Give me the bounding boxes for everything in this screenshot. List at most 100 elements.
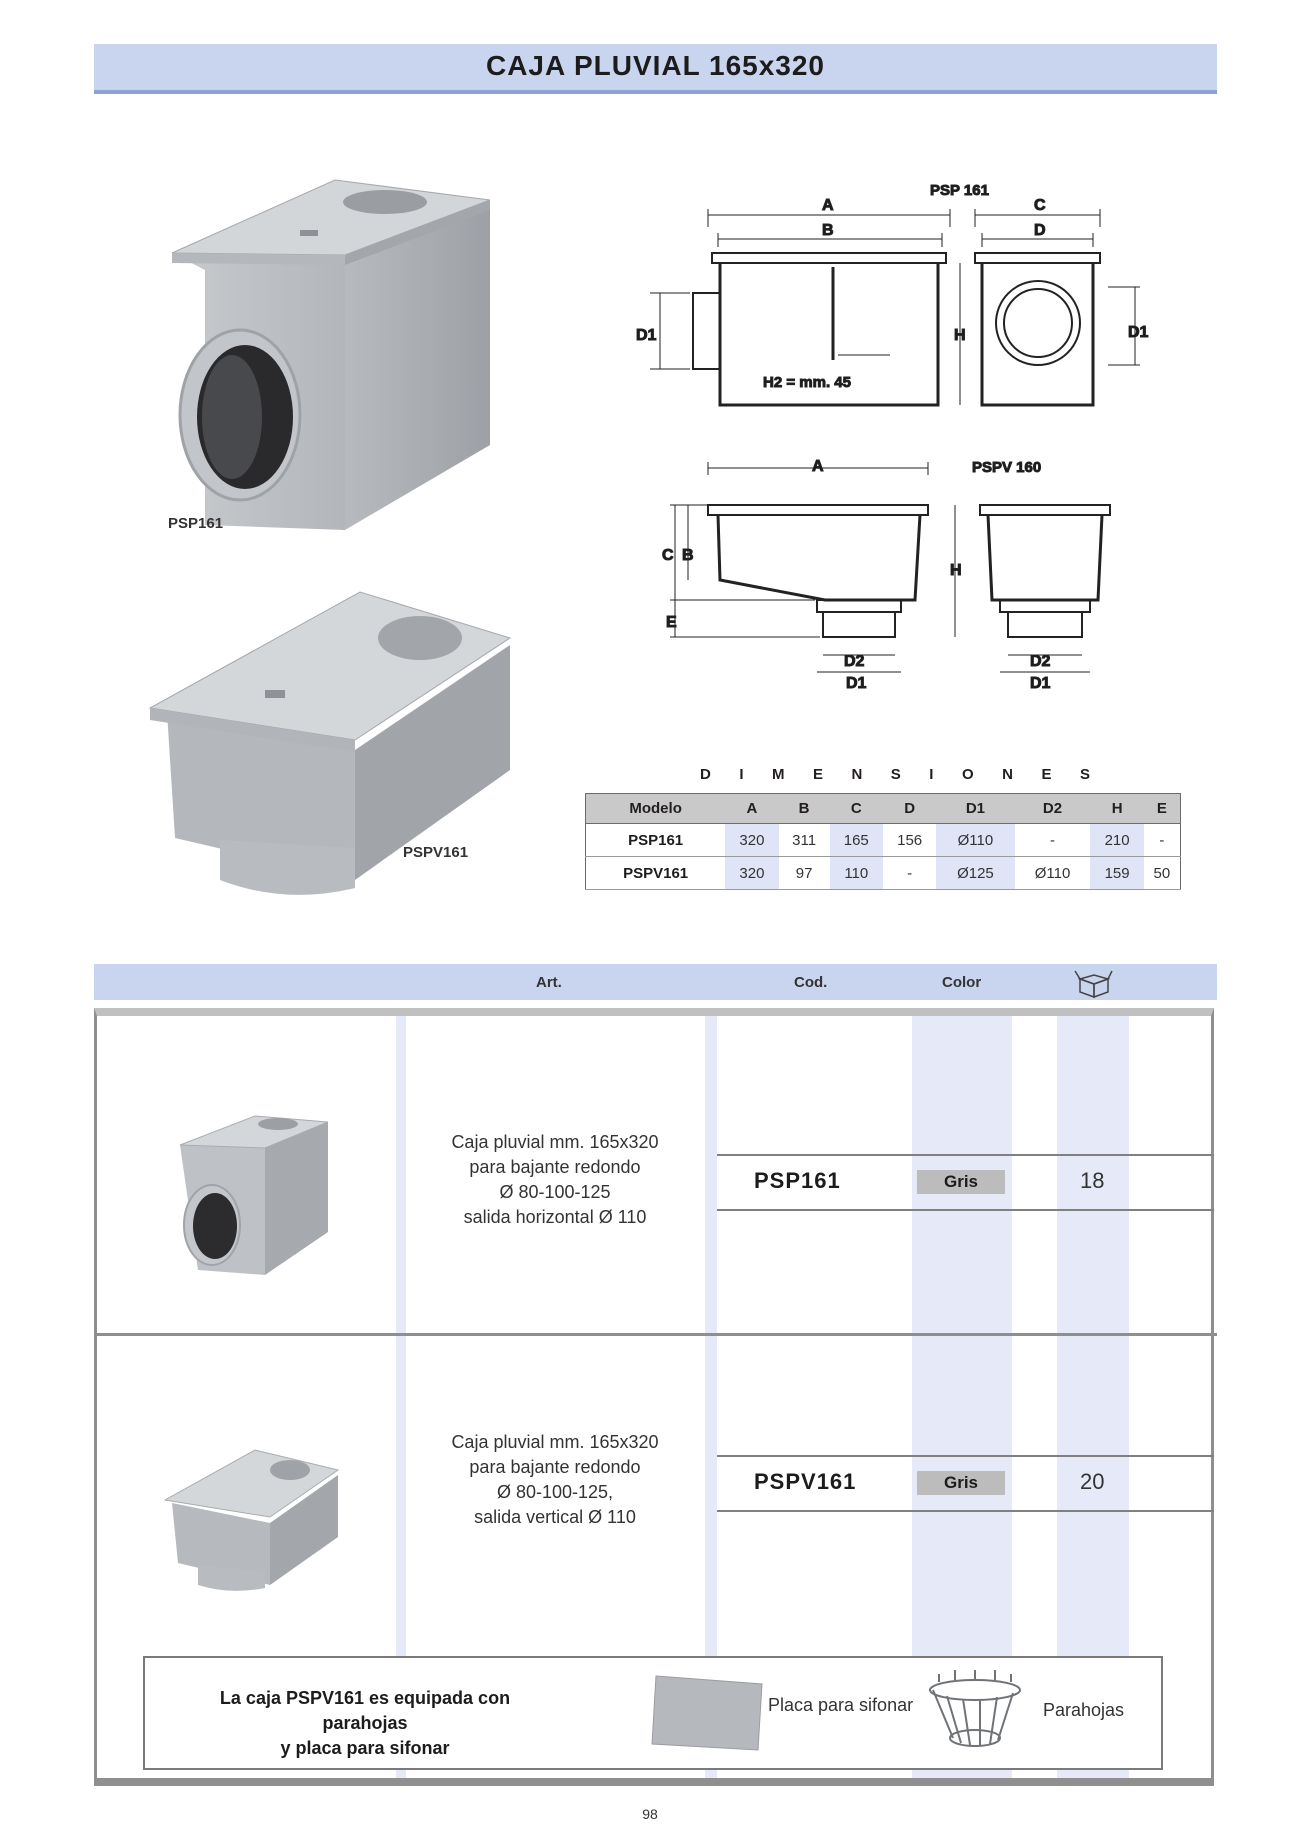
leaf-guard-image: [929, 1670, 1021, 1747]
item2-desc-line: para bajante redondo: [469, 1457, 641, 1477]
dimensions-value-cell: 320: [725, 823, 779, 857]
dimensions-heading-letter: N: [851, 766, 863, 783]
dimensions-value-cell: -: [1014, 823, 1091, 857]
siphon-plate-image: [651, 1675, 763, 1751]
h2-note: H2 = mm. 45: [763, 374, 851, 391]
dimensions-column-header: D1: [936, 793, 1015, 824]
dimensions-value-cell: 165: [829, 823, 883, 857]
item2-description: Caja pluvial mm. 165x320 para bajante re…: [420, 1430, 690, 1530]
dim-letter-h: H: [954, 327, 966, 344]
accessories-note-text: La caja PSPV161 es equipada con parahoja…: [190, 1686, 540, 1761]
dimensions-value-cell: Ø125: [936, 856, 1015, 890]
page-title: CAJA PLUVIAL 165x320: [485, 50, 826, 81]
psp161-photo: [171, 179, 491, 530]
dimensions-heading-letter: S: [890, 766, 901, 783]
item1-desc-line: Ø 80-100-125: [499, 1182, 611, 1202]
dimensions-heading-letter: N: [1002, 766, 1013, 783]
dimensions-column-header: B: [778, 793, 830, 824]
dimensions-column-header: E: [1143, 793, 1181, 824]
item2-quantity: 20: [1080, 1469, 1105, 1494]
item1-desc-line: Caja pluvial mm. 165x320: [451, 1132, 659, 1152]
catalog-header-art: Art.: [536, 974, 562, 991]
item1-code: PSP161: [754, 1168, 841, 1193]
dimensions-value-cell: -: [882, 856, 937, 890]
dim-letter-d: D: [1034, 222, 1046, 239]
dimensions-heading-letter: M: [771, 766, 785, 783]
psp161-photo-label: PSP161: [168, 515, 224, 532]
dim-letter-d2: D2: [844, 653, 865, 670]
item1-color-badge: Gris: [917, 1170, 1005, 1194]
accessory-label-leaf-guard: Parahojas: [1043, 1700, 1125, 1720]
item2-color-badge: Gris: [917, 1471, 1005, 1495]
note-line-2: y placa para sifonar: [280, 1738, 450, 1758]
dimensions-model-cell: PSP161: [585, 823, 726, 857]
item1-quantity: 18: [1080, 1168, 1105, 1193]
technical-drawings: PSP 161 A B C D D1 H D1 H2 = mm. 45 PSPV…: [636, 182, 1150, 693]
dimensions-column-header: D2: [1014, 793, 1091, 824]
dimensions-value-cell: -: [1143, 823, 1181, 857]
pspv161-photo-label: PSPV161: [403, 844, 469, 861]
dimensions-column-header: C: [829, 793, 883, 824]
pspv160-drawing-title: PSPV 160: [972, 459, 1041, 476]
row-divider: [94, 1333, 1217, 1336]
item2-line-bottom: [717, 1510, 1214, 1512]
dimensions-column-header: A: [725, 793, 779, 824]
dim-letter-d1-end-vertical: D1: [1030, 675, 1051, 692]
dimensions-value-cell: 311: [778, 823, 830, 857]
item1-description: Caja pluvial mm. 165x320 para bajante re…: [420, 1130, 690, 1230]
dimensions-column-header: Modelo: [585, 793, 726, 824]
pspv161-photo: [148, 591, 512, 895]
dim-letter-c: C: [1034, 197, 1046, 214]
dimensions-heading-letter: D: [700, 766, 711, 783]
dimensions-value-cell: 50: [1143, 856, 1181, 890]
dimensions-value-cell: 159: [1090, 856, 1144, 890]
dimensions-heading-letter: E: [1041, 766, 1052, 783]
box-icon: [1074, 970, 1113, 999]
dim-letter-h-vertical: H: [950, 562, 962, 579]
accessory-label-plate: Placa para sifonar: [768, 1695, 914, 1715]
stripe-color: [912, 1016, 1012, 1778]
dimensions-value-cell: 110: [829, 856, 883, 890]
dimensions-value-cell: 210: [1090, 823, 1144, 857]
dimensions-column-header: H: [1090, 793, 1144, 824]
dimensions-value-cell: 320: [725, 856, 779, 890]
dimensions-model-cell: PSPV161: [585, 856, 726, 890]
item2-desc-line: Caja pluvial mm. 165x320: [451, 1432, 659, 1452]
dim-letter-a-vertical: A: [812, 458, 824, 475]
dimensions-heading-letter: I: [929, 766, 934, 783]
dimensions-value-cell: 156: [882, 823, 937, 857]
dimensions-heading-letter: S: [1079, 766, 1090, 783]
dimensions-heading-letter: E: [812, 766, 823, 783]
dimensions-value-cell: 97: [778, 856, 830, 890]
dim-letter-e: E: [666, 614, 677, 631]
dim-letter-a: A: [822, 197, 834, 214]
dimensions-value-cell: Ø110: [1014, 856, 1091, 890]
stripe-left: [396, 1016, 406, 1778]
dimensions-column-header: D: [882, 793, 937, 824]
dimensions-value-cell: Ø110: [936, 823, 1015, 857]
title-banner: [94, 44, 1217, 94]
catalog-header-cod: Cod.: [794, 974, 828, 991]
item1-line-top: [717, 1154, 1214, 1156]
dim-letter-c-vertical: C: [662, 547, 674, 564]
dim-letter-d2-end: D2: [1030, 653, 1051, 670]
item2-desc-line: salida vertical Ø 110: [474, 1507, 636, 1527]
stripe-qty: [1057, 1016, 1129, 1778]
catalog-header-bar: [94, 964, 1217, 1000]
dim-letter-b: B: [822, 222, 834, 239]
dim-letter-d1-vertical: D1: [846, 675, 867, 692]
item1-line-bottom: [717, 1209, 1214, 1211]
dim-letter-d1: D1: [636, 327, 657, 344]
stripe-mid: [705, 1016, 717, 1778]
page-number: 98: [642, 1806, 658, 1822]
dim-letter-d1-end: D1: [1128, 324, 1149, 341]
psp161-drawing-title: PSP 161: [930, 182, 989, 199]
item2-line-top: [717, 1455, 1214, 1457]
item1-desc-line: salida horizontal Ø 110: [463, 1207, 647, 1227]
